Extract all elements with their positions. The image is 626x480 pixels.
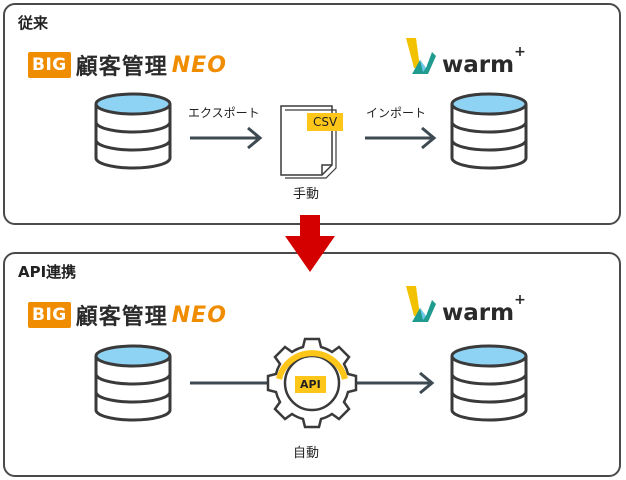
big-logo-suffix: NEO [171,52,227,78]
auto-caption: 自動 [293,446,320,461]
manual-caption: 手動 [293,187,320,202]
import-label: インポート [366,106,427,120]
api-tag: API [295,376,326,393]
csv-tag: CSV [307,113,344,131]
warm-logo-mark-icon [406,286,436,322]
export-arrow-icon [190,126,263,150]
api-connection-arrow-icon [190,371,435,395]
big-logo-suffix: NEO [171,302,227,328]
panel-title: 従来 [18,14,49,32]
warm-logo-text: warm+ [442,44,526,78]
target-database-icon [450,92,528,170]
import-arrow-icon [365,126,437,150]
warm-logo-mark-icon [406,38,436,74]
export-label: エクスポート [188,106,260,120]
source-database-icon [94,92,172,170]
big-logo-name: 顧客管理 [75,55,168,80]
warm-logo-text: warm+ [442,292,526,326]
warm-plus-logo: warm+ [438,292,526,326]
big-neo-logo: BIG 顧客管理 NEO [28,52,227,80]
target-database-icon [450,344,528,422]
big-neo-logo: BIG 顧客管理 NEO [28,302,227,330]
big-badge: BIG [28,52,71,78]
source-database-icon [94,344,172,422]
transition-arrow-icon [285,215,335,272]
big-badge: BIG [28,302,71,328]
panel-title: API連携 [18,263,77,281]
big-logo-name: 顧客管理 [75,305,168,330]
warm-plus-logo: warm+ [438,44,526,78]
